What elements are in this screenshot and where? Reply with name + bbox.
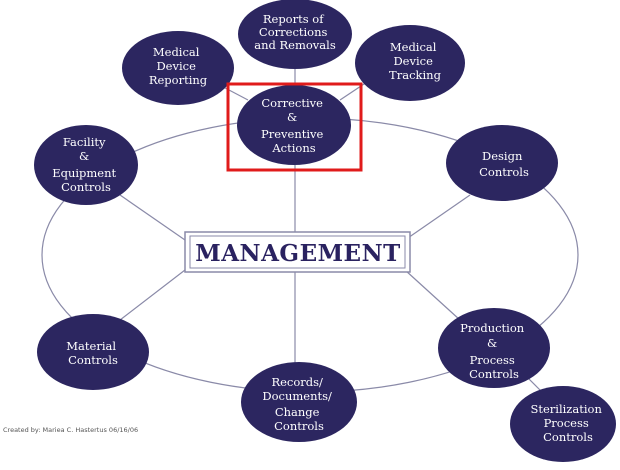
node-material-controls: Material Controls	[37, 314, 149, 390]
node-sterilization-label: Sterilization Process Controls	[530, 402, 605, 444]
node-design-controls-label: Design Controls	[479, 149, 529, 179]
node-capa: Corrective & Preventive Actions	[237, 85, 351, 165]
node-facility-equipment: Facility & Equipment Controls	[34, 125, 138, 205]
connector-design	[404, 194, 471, 241]
node-reports-corrections: Reports of Corrections and Removals	[238, 0, 352, 69]
management-box: MANAGEMENT	[184, 231, 411, 273]
node-medical-device-reporting: Medical Device Reporting	[122, 31, 234, 105]
management-label: MANAGEMENT	[195, 240, 400, 267]
capa-highlight-box	[226, 82, 363, 172]
node-reports-corrections-label: Reports of Corrections and Removals	[254, 12, 336, 52]
node-production-process-label: Production & Process Controls	[460, 321, 528, 381]
node-capa-label: Corrective & Preventive Actions	[261, 96, 327, 155]
node-medical-device-tracking-label: Medical Device Tracking	[389, 40, 442, 82]
connector-material	[119, 269, 186, 321]
node-facility-equipment-label: Facility & Equipment Controls	[52, 135, 120, 194]
node-sterilization: Sterilization Process Controls	[510, 386, 616, 462]
node-records-documents: Records/ Documents/ Change Controls	[241, 362, 357, 442]
connector-facility	[119, 194, 186, 241]
node-medical-device-tracking: Medical Device Tracking	[355, 25, 465, 101]
credit-text: Created by: Mariea C. Hastertus 06/16/06	[3, 426, 138, 434]
node-design-controls: Design Controls	[446, 125, 558, 201]
node-material-controls-label: Material Controls	[66, 339, 119, 367]
connector-production	[404, 269, 461, 321]
node-production-process: Production & Process Controls	[438, 308, 550, 388]
node-medical-device-reporting-label: Medical Device Reporting	[149, 45, 208, 87]
node-records-documents-label: Records/ Documents/ Change Controls	[262, 375, 335, 433]
